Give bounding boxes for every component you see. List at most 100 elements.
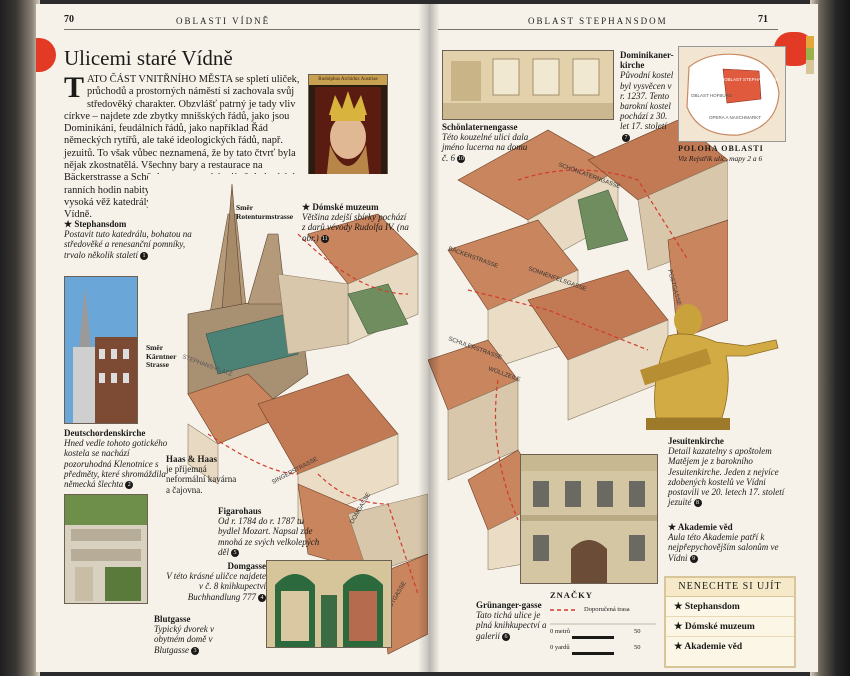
right-page: OBLAST STEPHANSDOM 71 (428, 4, 818, 672)
jesuit-statue-art (640, 304, 779, 430)
stephansdom-heading: ★ Stephansdom (64, 219, 127, 229)
aerial-left-svg: SINGERSTRASSE DOMGASSE BLUTGASSE STEPHAN… (148, 174, 428, 672)
left-page: 70 OBLASTI VÍDNĚ Ulicemi staré Vídně T A… (36, 4, 428, 672)
nenechte-heading: NENECHTE SI UJÍT (666, 578, 794, 597)
portrait-caption: Rudolphus Archidux Austriae (318, 77, 378, 82)
label-poloha-oblasti: POLOHA OBLASTI Viz Rejstřík ulic, mapy 2… (678, 144, 788, 164)
ref-badge: 3 (191, 646, 199, 655)
ref-badge: 8 (693, 499, 702, 508)
figarohaus-heading: Figarohaus (218, 506, 262, 516)
label-akademie-ved: ★ Akademie věd Aula této Akademie patří … (668, 522, 794, 563)
poloha-text: Viz Rejstřík ulic, mapy 2 a 6 (678, 154, 763, 164)
aerial-illustration-left: SINGERSTRASSE DOMGASSE BLUTGASSE STEPHAN… (148, 174, 428, 672)
book-edge-left (0, 0, 40, 676)
nenechte-item: ★ Dómské muzeum (666, 617, 794, 637)
label-haas-haas: Haas & Haas je příjemná neformální kavár… (166, 454, 240, 495)
ref-badge: 7 (622, 133, 630, 142)
nenechte-item: ★ Akademie věd (674, 642, 743, 652)
legend-route-label: Doporučená trasa (584, 606, 630, 613)
label-grunangergasse: Grünanger-gasse Tato tichá ulice je plná… (476, 600, 552, 641)
legend-scale-y-label: 0 yardů (550, 644, 570, 651)
schonlatern-photo-art (443, 51, 613, 119)
dominikaner-heading: Dominikaner-kirche (620, 50, 674, 71)
label-smer-rotenturm: Směr Rotenturmstrasse (236, 203, 296, 221)
poloha-heading: POLOHA OBLASTI (678, 144, 764, 153)
deutschorden-text: Hned vedle tohoto gotického kostela se n… (64, 438, 168, 490)
ref-badge: 4 (258, 593, 266, 602)
label-domske-muzeum: ★ Dómské muzeum Většina zdejší sbírky po… (302, 202, 410, 243)
label-schonlaterngasse: Schönlaternengasse Této kouzelné ulici d… (442, 122, 532, 163)
label-dominikanerkirche: Dominikaner-kirche Původní kostel byl vy… (620, 50, 676, 142)
domgasse-text: V této krásné uličce najdete v č. 8 knih… (166, 571, 266, 602)
locmap-label-hofburg: OBLAST HOFBURG (691, 93, 733, 98)
smer-kartner-text: Směr Kärntner Strasse (146, 343, 177, 370)
ref-badge: 9 (689, 554, 698, 563)
legend-heading: ZNAČKY (550, 590, 593, 600)
grunanger-heading: Grünanger-gasse (476, 600, 542, 610)
blutgasse-photo (64, 494, 148, 604)
label-jesuitenkirche: Jesuitenkirche Detail kazatelny s apošto… (668, 436, 794, 508)
label-stephansdom: ★ Stephansdom Postavit tuto katedrálu, b… (64, 219, 198, 260)
akademie-text: Aula této Akademie patří k nejpřepychově… (668, 532, 779, 563)
akademie-heading: ★ Akademie věd (668, 522, 733, 532)
location-map-art: OBLAST STEPHANSDOM OBLAST HOFBURG OPERA … (679, 47, 785, 141)
haas-heading: Haas & Haas (166, 454, 218, 464)
locmap-label-opera: OPERA A NASCHMARKT (709, 115, 761, 120)
grunanger-text: Tato tichá ulice je plná knihkupectví a … (476, 610, 547, 641)
ref-badge: 11 (320, 234, 329, 243)
ref-badge: 10 (457, 154, 465, 163)
schonlatern-text: Této kouzelné ulici dala jméno lucerna n… (442, 132, 529, 163)
stephansdom-text: Postavit tuto katedrálu, bohatou na stře… (64, 229, 192, 260)
blutgasse-text: Typický dvorek v obytném domě v Blutgass… (154, 624, 214, 655)
bookshop-photo (266, 560, 392, 648)
deutschorden-photo-art (65, 277, 137, 423)
label-deutschordenskirche: Deutschordenskirche Hned vedle tohoto go… (64, 428, 168, 490)
right-page-number: 71 (758, 14, 768, 25)
akademie-photo-art (521, 455, 657, 583)
intro-dropcap: T (64, 71, 85, 104)
right-head-rule (438, 29, 778, 30)
ref-badge: 2 (125, 481, 134, 490)
legend-scale-m-label: 0 metrů (550, 628, 571, 635)
left-page-number: 70 (64, 14, 74, 25)
blutgasse-heading: Blutgasse (154, 614, 191, 624)
schonlatern-heading: Schönlaternengasse (442, 122, 518, 132)
schonlatern-photo (442, 50, 614, 120)
deutschorden-photo (64, 276, 138, 424)
dominikaner-text: Původní kostel byl vysvěcen v r. 1237. T… (620, 70, 674, 132)
building-blocks-left (187, 213, 428, 655)
ref-badge: 5 (231, 548, 239, 557)
location-map: OBLAST STEPHANSDOM OBLAST HOFBURG OPERA … (678, 46, 786, 142)
nenechte-item: ★ Stephansdom (666, 597, 794, 617)
figarohaus-text: Od r. 1784 do r. 1787 tu bydlel Mozart. … (218, 516, 320, 557)
nenechte-si-ujit-box: NENECHTE SI UJÍT ★ Stephansdom ★ Dómské … (664, 576, 796, 668)
legend-art (550, 609, 656, 655)
left-running-head: OBLASTI VÍDNĚ (176, 16, 271, 26)
label-blutgasse: Blutgasse Typický dvorek v obytném domě … (154, 614, 244, 655)
smer-rotenturm-text: Směr Rotenturmstrasse (236, 203, 294, 221)
akademie-photo (520, 454, 658, 584)
label-domgasse: Domgasse V této krásné uličce najdete v … (160, 561, 266, 602)
haas-text: je příjemná neformální kavárna a čajovna… (166, 464, 237, 495)
jesuiten-heading: Jesuitenkirche (668, 436, 724, 446)
page-title: Ulicemi staré Vídně (64, 46, 233, 70)
locmap-label-stephansdom: OBLAST STEPHANSDOM (724, 77, 778, 82)
legend-scale-m-value: 50 (634, 628, 641, 635)
ref-badge: 1 (139, 251, 148, 260)
left-red-tab (36, 38, 56, 72)
bookshop-photo-art (267, 561, 391, 647)
legend-znacky: ZNAČKY Doporučená trasa 0 metrů 50 0 yar… (550, 590, 656, 662)
page-edge-color-strip (806, 36, 814, 74)
domgasse-heading: Domgasse (227, 561, 267, 571)
route-line-right (467, 169, 689, 521)
left-head-rule (64, 29, 420, 30)
ref-badge: 6 (502, 632, 510, 641)
route-line-left (207, 233, 419, 595)
blutgasse-photo-art (65, 495, 147, 603)
domske-heading: ★ Dómské muzeum (302, 202, 379, 212)
label-figarohaus: Figarohaus Od r. 1784 do r. 1787 tu bydl… (218, 506, 326, 557)
jesuit-statue-illustration (636, 286, 786, 432)
deutschorden-heading: Deutschordenskirche (64, 428, 146, 438)
jesuiten-text: Detail kazatelny s apoštolem Matějem je … (668, 446, 785, 508)
